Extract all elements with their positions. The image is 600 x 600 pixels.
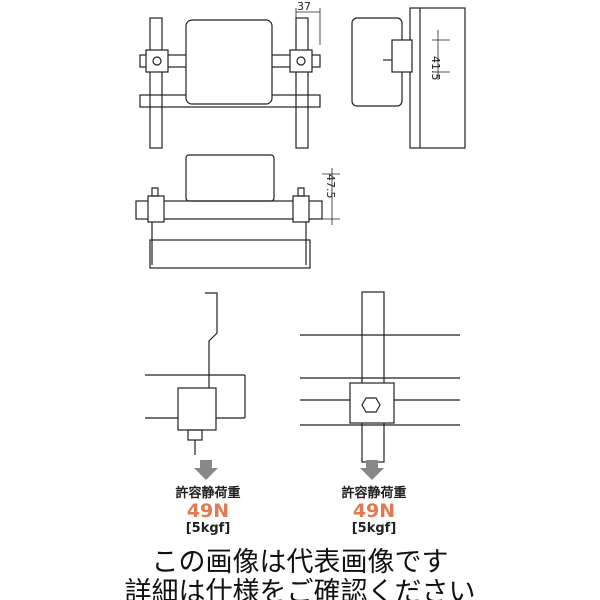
- dimension-41-5: 41.5: [429, 56, 442, 81]
- load-rating-left: 許容静荷重 49N [5kgf]: [138, 486, 278, 537]
- load-rating-right: 許容静荷重 49N [5kgf]: [304, 486, 444, 537]
- load-value: 49N: [186, 500, 230, 523]
- load-kgf: [5kgf]: [351, 521, 397, 537]
- load-title: 許容静荷重: [341, 486, 407, 501]
- perspective-left-drawing: [145, 292, 246, 480]
- load-value: 49N: [352, 500, 396, 523]
- load-kgf: [5kgf]: [185, 521, 231, 537]
- side-view-drawing: 41.5: [351, 7, 466, 149]
- down-arrow-icon: [360, 460, 384, 480]
- down-arrow-icon: [194, 460, 218, 480]
- front-view-drawing: 47.5: [135, 154, 340, 269]
- dimension-47-5: 47.5: [324, 174, 337, 199]
- load-title: 許容静荷重: [175, 486, 241, 501]
- perspective-right-drawing: [300, 291, 460, 480]
- notice-line-1: この画像は代表画像です: [151, 547, 449, 578]
- top-view-drawing: 37: [139, 0, 321, 149]
- notice-line-2: 詳細は仕様をご確認ください: [124, 577, 476, 600]
- dimension-37: 37: [297, 0, 311, 13]
